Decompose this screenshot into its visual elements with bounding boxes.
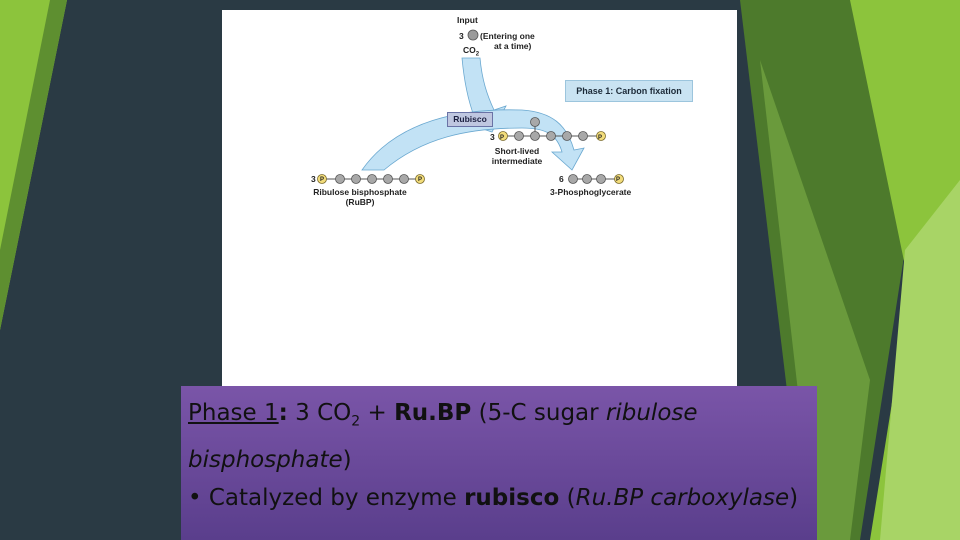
input-label: Input	[457, 15, 478, 25]
rubisco-label: Rubisco	[447, 112, 493, 127]
rubp-phosphate-left: P	[320, 177, 325, 183]
caption-plus: +	[360, 400, 395, 426]
caption-enzyme: rubisco	[464, 484, 560, 511]
pga-count: 6	[559, 174, 564, 184]
right-mid-green-facet	[760, 60, 870, 540]
caption-line-equation: Phase 1: 3 CO2 + Ru.BP (5-C sugar ribulo…	[188, 394, 817, 479]
caption-line-catalyst: • Catalyzed by enzyme rubisco (Ru.BP car…	[188, 479, 817, 517]
right-pale-green-facet	[880, 180, 960, 540]
co2-label: CO2	[463, 45, 480, 58]
caption-co2-sub: 2	[351, 413, 361, 430]
caption-paren-close: )	[342, 446, 352, 473]
input-note-line2: at a time)	[494, 41, 532, 51]
pga-molecule-chain-icon	[568, 174, 624, 184]
pga-phosphate: P	[616, 177, 621, 183]
rubp-label-line1: Ribulose bisphosphate	[313, 187, 407, 197]
phase-label: Phase 1: Carbon fixation	[565, 80, 693, 102]
rubp-phosphate-right: P	[418, 177, 423, 183]
caption-phase-label: Phase 1	[188, 400, 279, 426]
intermediate-label-line2: intermediate	[491, 156, 543, 166]
caption-colon: :	[278, 400, 288, 426]
caption-co2-prefix: 3 CO	[287, 400, 352, 426]
caption-rubp: Ru.BP	[394, 400, 472, 426]
input-count: 3	[459, 31, 464, 41]
rubp-count: 3	[311, 174, 316, 184]
input-note-line1: (Entering one	[480, 31, 535, 41]
pga-label: 3-Phosphoglycerate	[550, 187, 632, 197]
caption-enzyme-paren-open: (	[559, 484, 576, 511]
intermediate-count: 3	[490, 132, 495, 142]
left-dark-green-wedge	[0, 0, 67, 330]
caption-enzyme-alt: Ru.BP carboxylase	[575, 484, 790, 511]
rubp-molecule-chain-icon	[317, 174, 425, 184]
rubp-label-line2: (RuBP)	[345, 197, 375, 207]
calvin-cycle-phase1-diagram: Input 3 (Entering one at a time) CO2 Pha…	[222, 10, 737, 390]
co2-carbon-molecule-icon	[467, 29, 479, 41]
caption-enzyme-paren-close: )	[789, 484, 799, 511]
phase-caption-box: Phase 1: 3 CO2 + Ru.BP (5-C sugar ribulo…	[181, 386, 817, 540]
intermediate-label-line1: Short-lived	[494, 146, 540, 156]
intermediate-phosphate-right: P	[598, 135, 603, 141]
intermediate-phosphate-left: P	[500, 135, 505, 141]
intermediate-molecule-chain-icon	[498, 117, 606, 141]
caption-paren-open: (5-C sugar	[471, 400, 606, 426]
caption-sugar-name: ribulose bisphosphate	[188, 400, 698, 473]
caption-bullet-text: • Catalyzed by enzyme	[188, 484, 465, 511]
